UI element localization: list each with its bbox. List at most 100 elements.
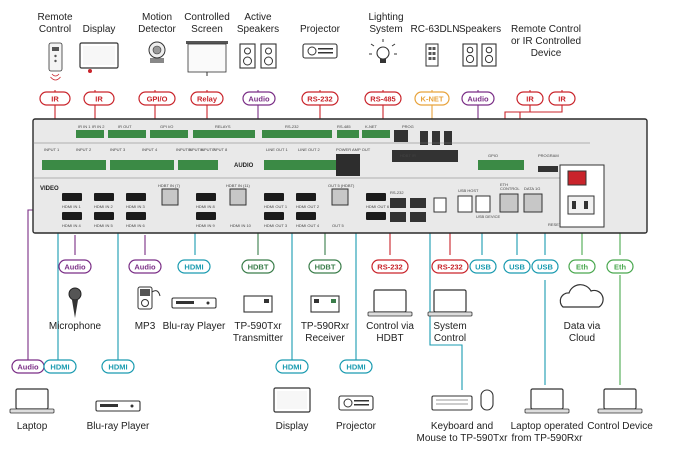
motion-detector-label-2: Detector xyxy=(138,24,176,35)
svg-text:HDMI OUT 4: HDMI OUT 4 xyxy=(296,223,320,228)
tx-label-1: TP-590Txr xyxy=(234,321,282,332)
svg-text:GPI/O: GPI/O xyxy=(147,95,168,104)
remote-control-label-1: Remote xyxy=(37,12,72,23)
cloud-label-2: Cloud xyxy=(569,333,595,344)
svg-text:RS-232: RS-232 xyxy=(437,263,462,272)
laptop-icon xyxy=(597,388,643,414)
svg-text:HDMI IN 1: HDMI IN 1 xyxy=(62,204,81,209)
tag-usb-2: USB xyxy=(503,259,531,274)
rc63-label: RC-63DLN xyxy=(411,24,460,35)
svg-text:IR IN 1: IR IN 1 xyxy=(78,124,91,129)
svg-text:HDMI OUT 2: HDMI OUT 2 xyxy=(296,204,320,209)
remote-control-label-2: Control xyxy=(39,24,71,35)
laptop-icon xyxy=(367,289,413,317)
projector-top-label: Projector xyxy=(300,24,341,35)
hdbt-control-label-2: HDBT xyxy=(376,333,403,344)
hdbt-control-label-1: Control via xyxy=(366,321,414,332)
screen-label-2: Screen xyxy=(191,24,223,35)
svg-text:HDMI: HDMI xyxy=(184,263,203,272)
svg-text:IR: IR xyxy=(558,95,566,104)
transmitter-icon xyxy=(243,295,273,313)
svg-text:IR IN 2: IR IN 2 xyxy=(92,124,105,129)
svg-text:Audio: Audio xyxy=(248,95,270,104)
bottom-devices xyxy=(9,387,643,414)
bottom-tags: Audio HDMI HDMI HDMI HDMI xyxy=(11,359,373,374)
svg-text:HDMI OUT 3: HDMI OUT 3 xyxy=(264,223,288,228)
tag-rs485: RS-485 xyxy=(364,91,402,106)
mid-labels: Microphone MP3 Blu-ray Player TP-590Txr … xyxy=(49,321,601,344)
svg-text:K-NET: K-NET xyxy=(365,124,378,129)
top-tags: IR IR GPI/O Relay Audio RS-232 RS-485 K xyxy=(39,91,576,106)
svg-text:Audio: Audio xyxy=(17,363,39,372)
tag-audio-laptop: Audio xyxy=(11,359,45,374)
tag-audio-active-speakers: Audio xyxy=(242,91,276,106)
svg-text:CONTROL: CONTROL xyxy=(500,186,520,191)
tag-ir-display: IR xyxy=(83,91,115,106)
display-bottom-label: Display xyxy=(276,421,309,432)
speakers-icon xyxy=(462,43,497,67)
tag-ir-device-1: IR xyxy=(516,91,544,106)
tag-rs232-sys: RS-232 xyxy=(431,259,469,274)
lighting-label-2: System xyxy=(369,24,402,35)
system-control-label-2: Control xyxy=(434,333,466,344)
mp3-player-icon xyxy=(137,286,161,310)
svg-text:RS-485: RS-485 xyxy=(370,95,395,104)
svg-text:LINE OUT 1: LINE OUT 1 xyxy=(266,147,288,152)
svg-text:HDMI IN 8: HDMI IN 8 xyxy=(196,204,215,209)
tag-usb-3: USB xyxy=(531,259,559,274)
svg-text:HDBT IN (7): HDBT IN (7) xyxy=(158,183,181,188)
tag-ir-device-2: IR xyxy=(548,91,576,106)
active-speakers-label-1: Active xyxy=(244,12,272,23)
svg-text:INPUT 5: INPUT 5 xyxy=(176,147,192,152)
svg-text:RS-232: RS-232 xyxy=(390,190,404,195)
video-section-label: VIDEO xyxy=(40,186,59,192)
svg-text:INPUT 8: INPUT 8 xyxy=(212,147,228,152)
remote-control-icon xyxy=(48,42,63,81)
top-devices xyxy=(48,39,497,81)
top-device-labels: Remote Control Display Motion Detector C… xyxy=(37,12,581,59)
svg-text:Eth: Eth xyxy=(576,263,589,272)
svg-text:INPUT 1: INPUT 1 xyxy=(44,147,60,152)
top-terminal-row xyxy=(76,130,452,145)
keyboard-label-2: Mouse to TP-590Txr xyxy=(417,433,509,444)
svg-text:POWER AMP OUT: POWER AMP OUT xyxy=(336,147,371,152)
projector-bottom-label: Projector xyxy=(336,421,377,432)
svg-text:HDMI: HDMI xyxy=(282,363,301,372)
mid-devices xyxy=(68,284,604,318)
control-device-label: Control Device xyxy=(587,421,653,432)
bluray-bottom-label: Blu-ray Player xyxy=(87,421,150,432)
svg-text:HDMI OUT 6: HDMI OUT 6 xyxy=(366,204,390,209)
tag-ir-remote: IR xyxy=(39,91,71,106)
ir-device-label-2: or IR Controlled xyxy=(511,36,581,47)
tag-audio-mp3: Audio xyxy=(128,259,162,274)
svg-text:HDBT: HDBT xyxy=(315,263,336,272)
svg-text:HDBT: HDBT xyxy=(248,263,269,272)
rx-label-2: Receiver xyxy=(305,333,345,344)
audio-labels: INPUT 1 INPUT 2 INPUT 3 INPUT 4 INPUT 5 … xyxy=(44,147,559,169)
svg-text:Audio: Audio xyxy=(467,95,489,104)
tag-hdbt-rx: HDBT xyxy=(308,259,342,274)
svg-text:OUT 5: OUT 5 xyxy=(332,223,344,228)
svg-text:RS-232: RS-232 xyxy=(285,124,299,129)
svg-text:HDMI OUT 1: HDMI OUT 1 xyxy=(264,204,288,209)
laptop-tp-label-2: from TP-590Rxr xyxy=(512,433,584,444)
mid-tags: Audio Audio HDMI HDBT HDBT RS-232 RS-232 xyxy=(58,259,634,274)
tag-audio-mic: Audio xyxy=(58,259,92,274)
svg-text:HDMI: HDMI xyxy=(50,363,69,372)
tag-hdmi-bluray: HDMI xyxy=(177,259,211,274)
svg-text:HDBT IR: HDBT IR xyxy=(400,153,416,158)
speakers-icon xyxy=(239,43,277,69)
svg-text:IR: IR xyxy=(51,95,59,104)
tag-relay: Relay xyxy=(190,91,224,106)
blu-ray-player-icon xyxy=(171,297,217,309)
display-icon xyxy=(273,387,311,413)
laptop-label: Laptop xyxy=(17,421,48,432)
receiver-icon xyxy=(310,295,340,313)
projector-icon xyxy=(302,43,338,59)
svg-text:HDMI IN 5: HDMI IN 5 xyxy=(94,223,113,228)
svg-text:IR OUT: IR OUT xyxy=(118,124,132,129)
bluray-mid-label: Blu-ray Player xyxy=(163,321,226,332)
svg-text:ETH: ETH xyxy=(500,182,508,187)
tx-label-2: Transmitter xyxy=(233,333,284,344)
